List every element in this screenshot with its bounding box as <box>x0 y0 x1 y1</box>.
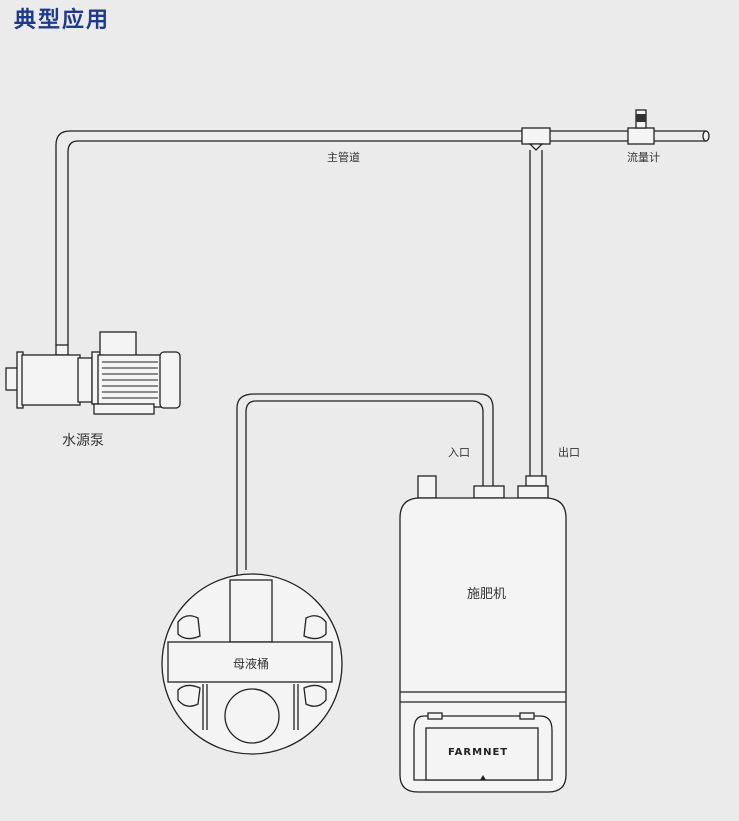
main-pipe-label: 主管道 <box>327 151 360 164</box>
water-pump-label: 水源泵 <box>62 433 104 449</box>
tee-joint <box>521 127 551 151</box>
fertilizer-machine-label: 施肥机 <box>467 587 507 602</box>
flow-meter-label: 流量计 <box>627 151 660 164</box>
outlet-label: 出口 <box>558 446 580 459</box>
page-title: 典型应用 <box>14 8 111 33</box>
flow-meter <box>627 109 655 145</box>
main-pipe <box>55 130 710 345</box>
stock-tank-label: 母液桶 <box>233 657 270 671</box>
fertilizer-machine <box>399 475 567 793</box>
inlet-label: 入口 <box>448 446 470 459</box>
stock-tank <box>161 573 343 755</box>
farmnet-logo: FARMNET <box>448 747 509 758</box>
water-pump <box>5 331 181 415</box>
